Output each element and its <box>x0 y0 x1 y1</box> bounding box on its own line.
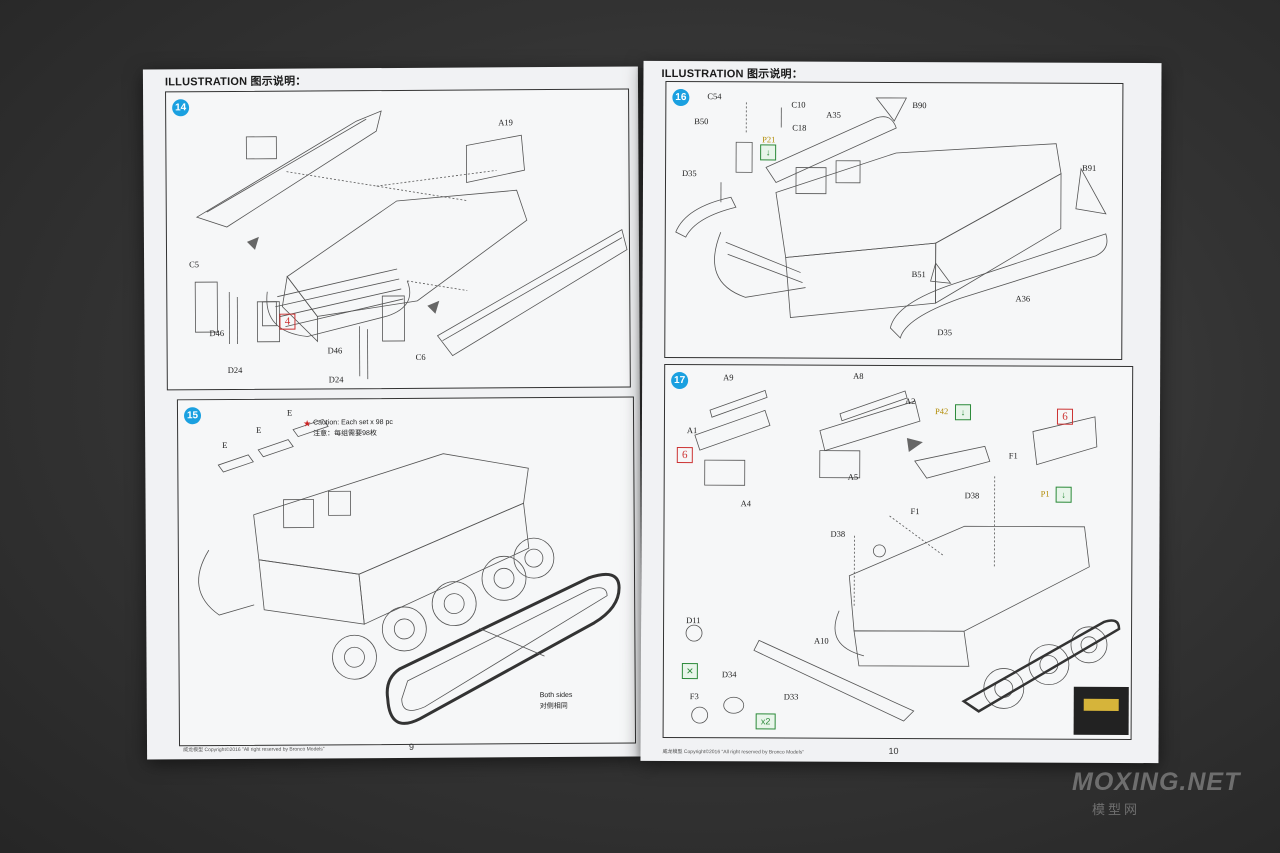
part-label: C5 <box>189 259 200 270</box>
caution-note: Caution: Each set x 98 pc <box>313 418 393 427</box>
sub-assembly-ref: 4 <box>279 313 296 330</box>
both-sides-note: Both sides <box>539 691 573 700</box>
page-9: ILLUSTRATION 图示说明： 14 <box>142 66 643 760</box>
part-label: A36 <box>1015 293 1031 304</box>
assembly-icon: ✕ <box>681 663 698 680</box>
copyright-footer: 威龙模型 Copyright©2016 "All right reserved … <box>662 748 804 756</box>
part-label: C6 <box>415 351 426 362</box>
part-label: E <box>256 424 262 435</box>
part-label: D34 <box>721 669 737 680</box>
part-label: A4 <box>740 498 752 509</box>
page-header: ILLUSTRATION 图示说明： <box>164 75 307 89</box>
part-label: D33 <box>783 691 799 702</box>
part-label: F1 <box>1008 450 1018 461</box>
part-label: A1 <box>686 425 698 436</box>
step-16-drawing <box>675 97 1108 339</box>
part-label: F3 <box>689 691 699 702</box>
copyright-footer: 威龙模型 Copyright©2016 "All right reserved … <box>183 746 325 754</box>
sub-assembly-ref: 6 <box>1056 408 1074 425</box>
part-label: A5 <box>847 471 859 482</box>
part-label: C18 <box>792 122 807 133</box>
sub-assembly-ref: 6 <box>676 447 693 464</box>
part-label: A19 <box>498 117 513 128</box>
part-label: A2 <box>905 396 916 407</box>
part-label: B90 <box>912 100 927 111</box>
part-label: D24 <box>227 364 243 376</box>
page-number: 9 <box>409 741 415 752</box>
part-label: P1 <box>1040 488 1050 499</box>
step-15-drawing <box>198 418 621 725</box>
glue-icon: ↓ <box>1055 486 1072 503</box>
step-15-panel: 15 <box>176 396 637 747</box>
page-header: ILLUSTRATION 图示说明： <box>661 67 803 81</box>
part-label: A9 <box>723 372 734 383</box>
caution-note-cn: 注意：每组需要98枚 <box>313 430 377 438</box>
part-label: B50 <box>694 116 709 127</box>
quantity-badge: x2 <box>755 713 776 730</box>
glue-icon: ↓ <box>954 404 972 421</box>
part-label: D38 <box>830 528 846 539</box>
part-label: E <box>222 440 228 451</box>
watermark-text-cn: 模型网 <box>1092 802 1141 817</box>
step-16-panel: 16 <box>664 80 1124 360</box>
part-label: E <box>286 407 293 418</box>
part-label: D35 <box>682 168 697 179</box>
part-label: D11 <box>686 615 701 626</box>
part-label: P21 <box>762 134 776 145</box>
page-10: ILLUSTRATION 图示说明： 16 <box>640 60 1162 764</box>
both-sides-note-cn: 对侧相同 <box>539 702 568 711</box>
part-label: P42 <box>934 406 949 417</box>
part-label: D38 <box>964 490 980 501</box>
part-label: D46 <box>209 328 225 339</box>
part-label: F1 <box>910 506 920 517</box>
part-label: B51 <box>911 269 926 280</box>
instruction-booklet: ILLUSTRATION 图示说明： 14 <box>142 58 1162 764</box>
part-label: B91 <box>1082 162 1097 173</box>
part-label: D35 <box>937 327 953 338</box>
part-label: A10 <box>813 635 829 646</box>
part-label: D24 <box>328 374 344 385</box>
step-14-panel: 14 <box>165 88 631 391</box>
part-label: A8 <box>853 370 864 381</box>
part-label: A35 <box>826 109 841 120</box>
glue-icon: ↓ <box>760 144 777 161</box>
page-number: 10 <box>888 745 899 756</box>
step-17-panel: 17 <box>662 363 1134 741</box>
part-label: C10 <box>791 99 806 110</box>
watermark-text: MOXING.NET <box>1072 768 1241 796</box>
step-14-drawing <box>194 110 628 380</box>
caution-star-icon: ★ <box>303 418 312 429</box>
step-17-drawing <box>685 389 1129 735</box>
part-label: D46 <box>327 345 343 356</box>
part-label: C54 <box>707 91 722 102</box>
